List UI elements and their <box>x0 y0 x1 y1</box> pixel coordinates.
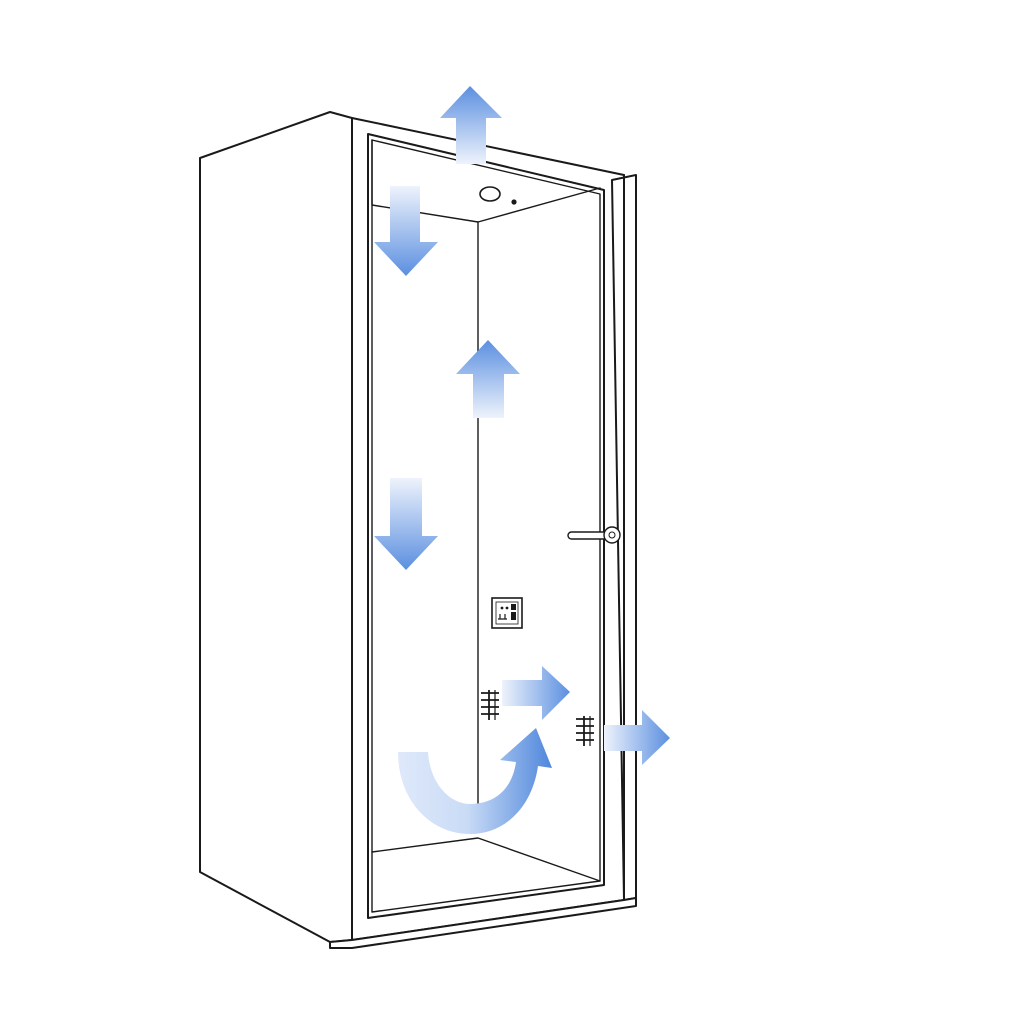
ceiling-sensor-icon <box>511 199 517 205</box>
door-handle-icon[interactable] <box>567 526 621 544</box>
booth-side-panel <box>199 111 353 943</box>
booth-ceiling <box>371 139 601 223</box>
airflow-arrow-exhaust-top <box>440 86 502 164</box>
booth <box>199 111 637 949</box>
airflow-arrow-floor-circulation <box>398 728 552 834</box>
booth-base <box>329 897 637 949</box>
glass-door <box>367 133 605 919</box>
vent-grille-icon <box>481 690 499 720</box>
power-outlet-icon <box>491 597 523 629</box>
airflow-arrow-vent-inner-out <box>502 666 570 720</box>
vent-grille-icon <box>576 716 594 746</box>
airflow-arrow-vent-outer-out <box>604 710 670 765</box>
airflow-arrow-inner-rise <box>456 340 520 418</box>
booth-floor <box>371 837 601 882</box>
airflow-arrow-inner-descend <box>374 478 438 570</box>
ceiling-light-icon <box>479 186 501 202</box>
airflow-arrow-ceiling-inflow <box>374 186 438 276</box>
